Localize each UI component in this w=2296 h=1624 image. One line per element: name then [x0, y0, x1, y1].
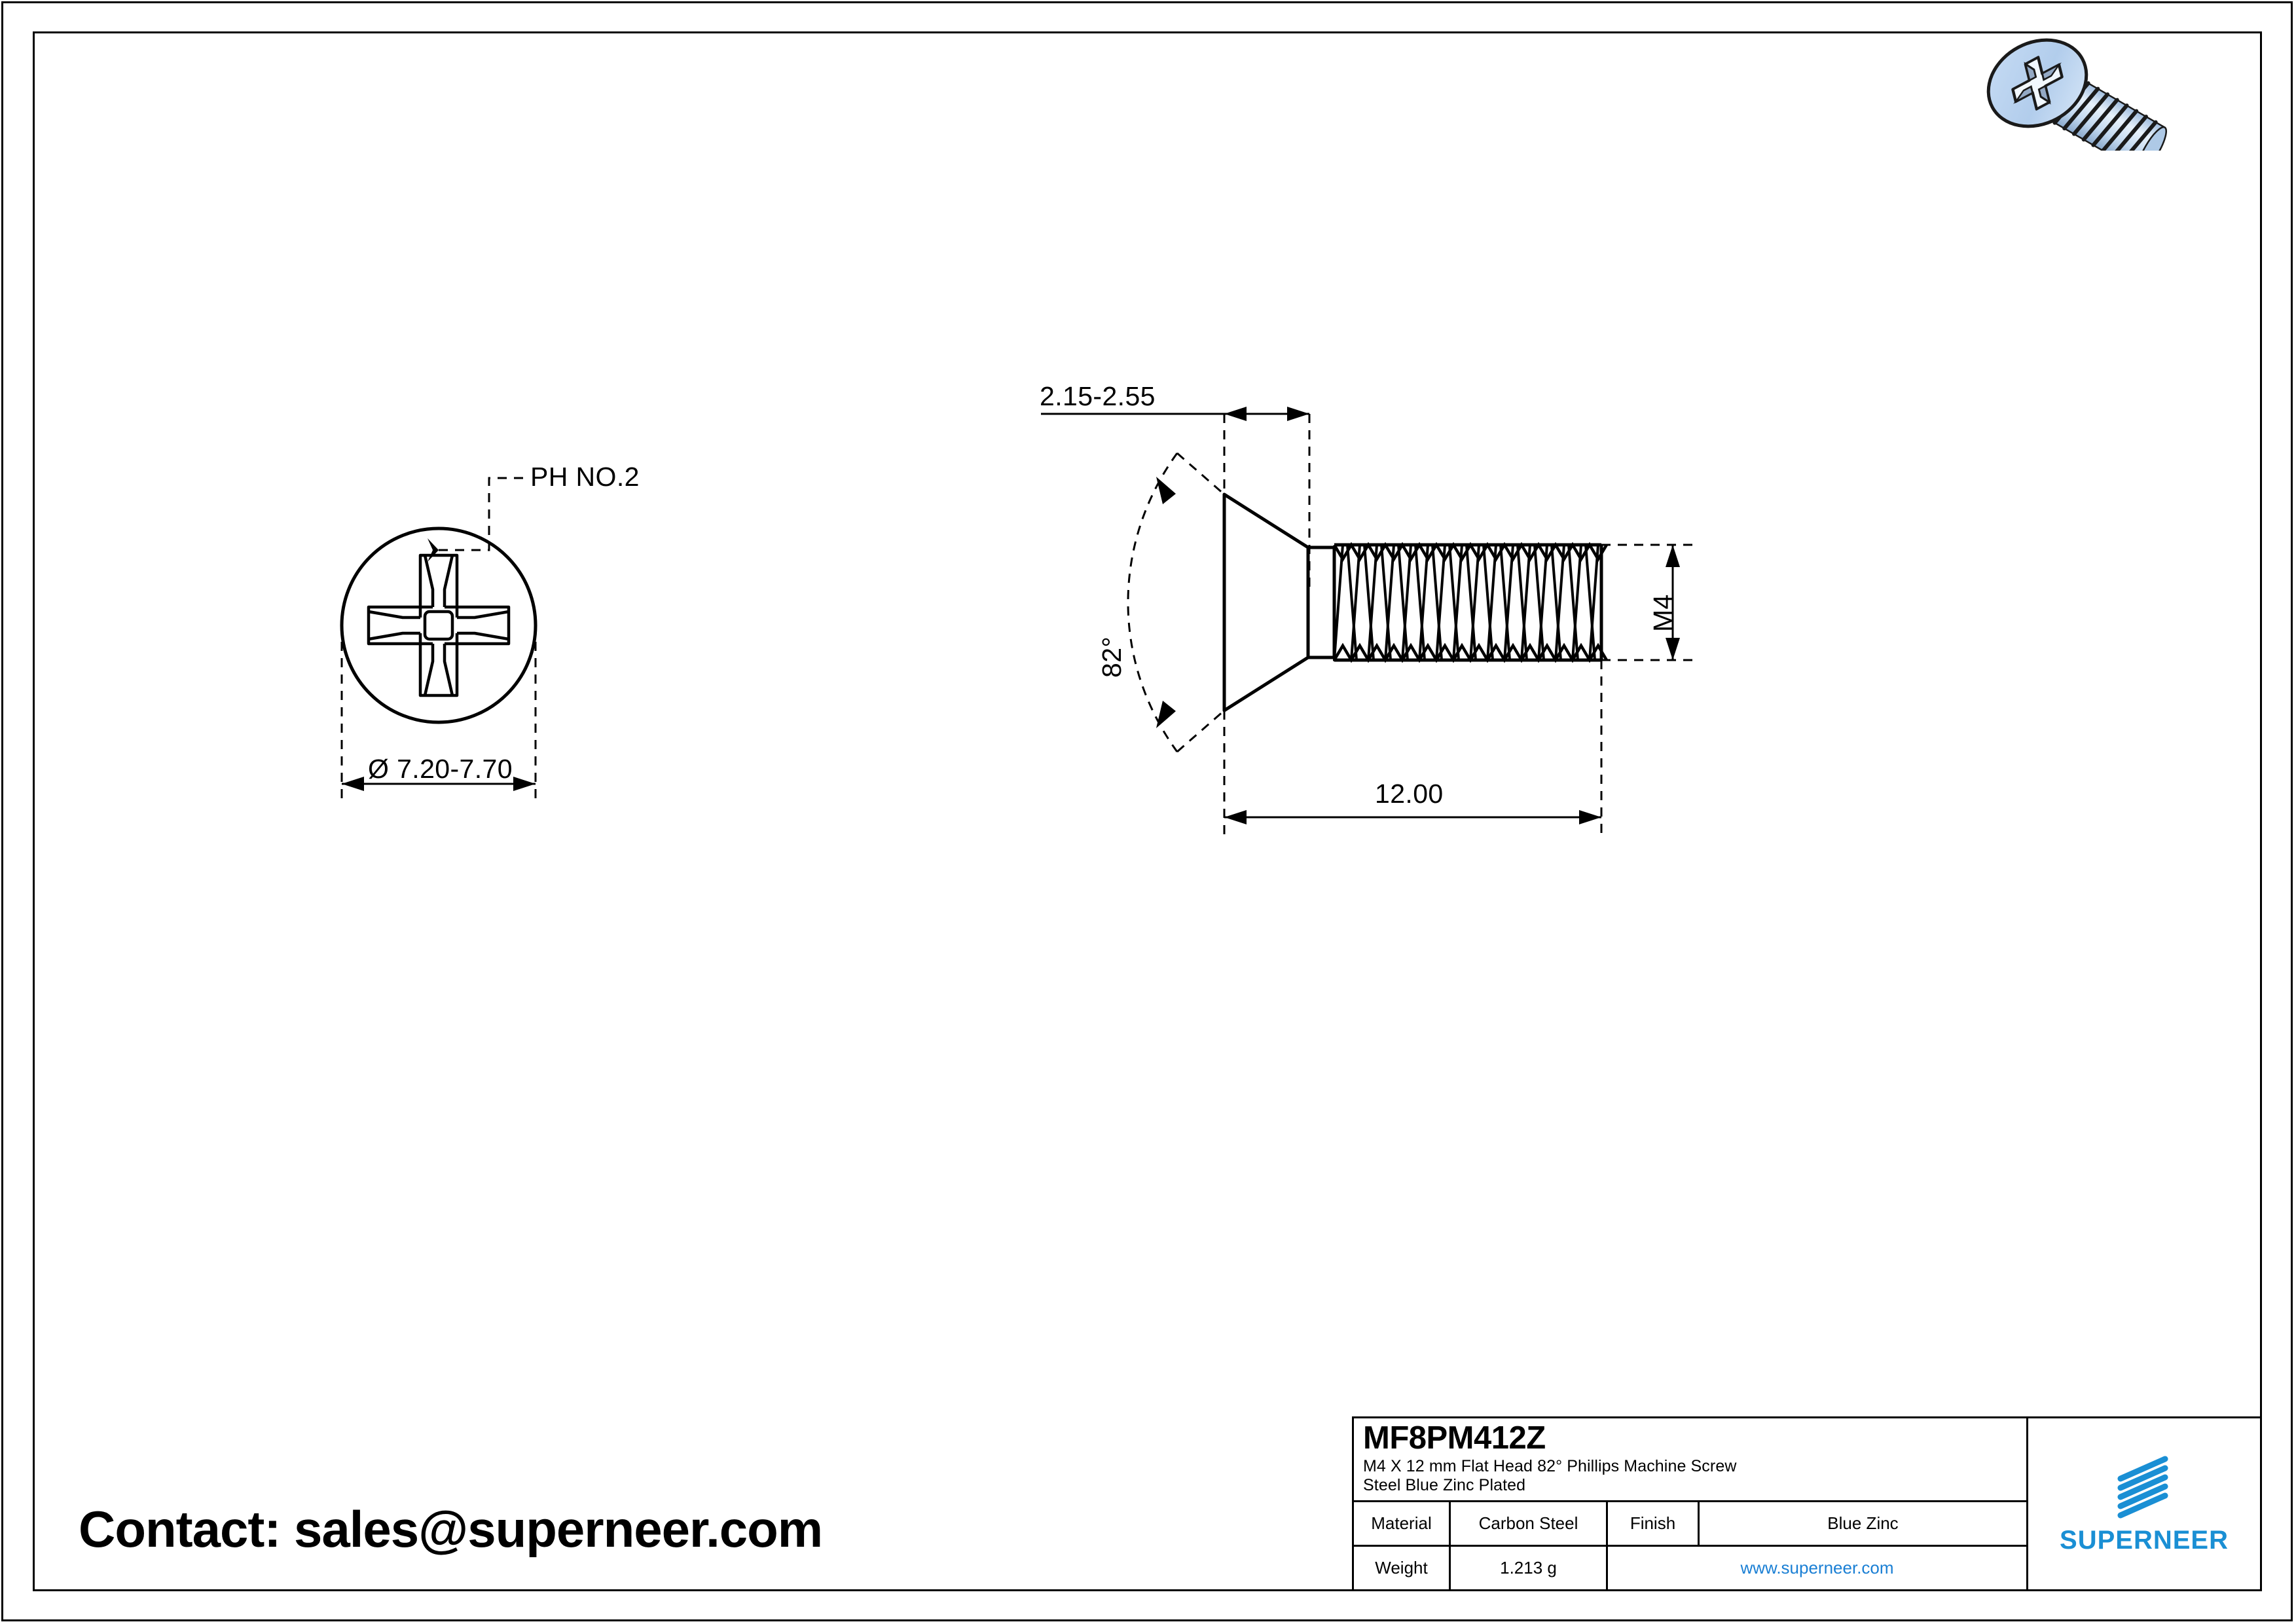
finish-value: Blue Zinc: [1827, 1513, 1899, 1533]
head-height-dim-label: 2.15-2.55: [1040, 381, 1156, 411]
front-view: PH NO.2 Ø 7.20-7.70: [301, 367, 707, 838]
description-line-2: Steel Blue Zinc Plated: [1363, 1476, 1526, 1495]
brand-logo: SUPERNEER: [2028, 1418, 2260, 1589]
material-value: Carbon Steel: [1451, 1502, 1608, 1545]
superneer-logo-icon: [2117, 1456, 2168, 1519]
screw-head-group: [1986, 38, 2088, 128]
head-diameter-dim-label: Ø 7.20-7.70: [368, 754, 513, 784]
screw-3d-svg: [1986, 38, 2167, 173]
side-view-svg: [1041, 407, 1694, 838]
finish-label: Finish: [1608, 1502, 1700, 1545]
drive-callout-leader: [428, 477, 530, 562]
title-block-description: MF8PM412Z M4 X 12 mm Flat Head 82° Phill…: [1354, 1418, 2026, 1502]
phillips-recess: [2011, 56, 2064, 111]
thread-size-dim-label: M4: [1648, 594, 1678, 632]
phillips-cross-recess: [367, 553, 511, 697]
screw-profile: [1222, 492, 1310, 712]
sheet-border-inner: [33, 31, 2262, 1591]
head-angle-dim-label: 82°: [1097, 636, 1127, 678]
thread-body: [1306, 542, 1608, 663]
material-label: Material: [1354, 1502, 1451, 1545]
title-block: MF8PM412Z M4 X 12 mm Flat Head 82° Phill…: [1352, 1416, 2262, 1591]
length-dim: [1223, 660, 1603, 838]
head-angle-dim: [1127, 452, 1225, 753]
front-view-svg: [340, 477, 538, 799]
weight-label: Weight: [1354, 1547, 1451, 1589]
description-line-1: M4 X 12 mm Flat Head 82° Phillips Machin…: [1363, 1456, 1737, 1475]
length-dim-label: 12.00: [1375, 779, 1444, 809]
screw-3d-render: [1938, 29, 2265, 173]
drive-callout-label: PH NO.2: [530, 462, 640, 492]
weight-value: 1.213 g: [1451, 1547, 1608, 1589]
thread-size-dim: [1601, 544, 1694, 661]
head-height-dim: [1041, 407, 1311, 589]
spec-row-material: Material Carbon Steel Finish Blue Zinc: [1354, 1502, 2026, 1547]
contact-text: Contact: sales@superneer.com: [79, 1500, 823, 1558]
spec-row-weight: Weight 1.213 g www.superneer.com: [1354, 1547, 2026, 1589]
side-view: 2.15-2.55 82° M4 12.00: [1034, 380, 1755, 864]
diameter-dim-line: [342, 777, 536, 791]
head-outline-circle: [340, 526, 538, 724]
brand-name: SUPERNEER: [2060, 1526, 2229, 1555]
title-block-left: MF8PM412Z M4 X 12 mm Flat Head 82° Phill…: [1354, 1418, 2028, 1589]
part-number: MF8PM412Z: [1363, 1420, 1546, 1456]
website-link[interactable]: www.superneer.com: [1740, 1558, 1894, 1578]
